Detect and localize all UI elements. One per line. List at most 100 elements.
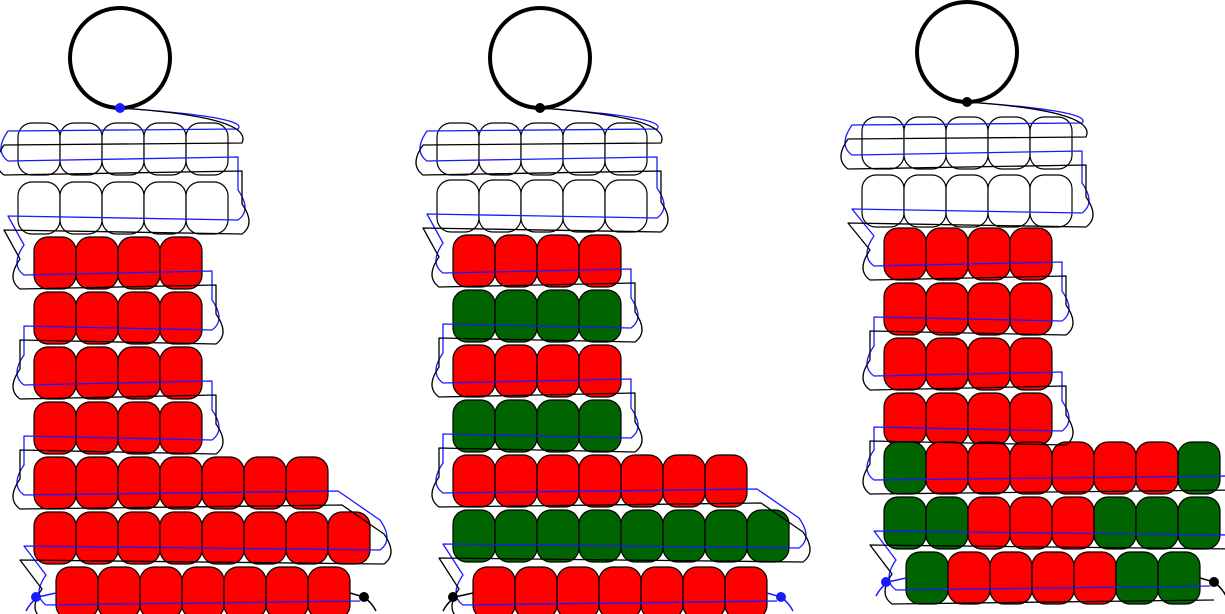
bead-green: [1135, 496, 1179, 550]
bead-red: [1031, 551, 1075, 605]
bead-red: [883, 337, 927, 391]
bead-red: [514, 566, 558, 614]
bead-red: [925, 441, 969, 495]
bead-red: [967, 282, 1011, 336]
bead-red: [33, 291, 77, 345]
bead-white: [903, 174, 947, 228]
bead-red: [925, 337, 969, 391]
bead-white: [143, 122, 187, 176]
right-thread-end-bead: [776, 592, 786, 602]
bead-red: [223, 566, 267, 614]
bead-red: [139, 566, 183, 614]
bead-red: [33, 511, 77, 565]
bead-red: [883, 282, 927, 336]
bead-red: [1009, 441, 1053, 495]
bead-white: [987, 116, 1031, 170]
bead-white: [987, 174, 1031, 228]
bead-red: [33, 346, 77, 400]
hanging-ring: [488, 6, 592, 110]
bead-red: [536, 344, 580, 398]
bead-red: [285, 456, 329, 510]
bead-red: [75, 291, 119, 345]
bead-red: [75, 401, 119, 455]
left-thread-end-bead: [881, 577, 891, 587]
left-thread-tail: [875, 577, 907, 597]
bead-red: [724, 566, 768, 614]
bead-red: [159, 291, 203, 345]
bead-red: [883, 392, 927, 446]
stocking-1: [0, 6, 392, 614]
bead-red: [75, 236, 119, 290]
bead-red: [1135, 441, 1179, 495]
ring-knot: [962, 97, 972, 107]
bead-white: [101, 181, 145, 235]
bead-red: [75, 346, 119, 400]
bead-white: [945, 174, 989, 228]
bead-red: [494, 454, 538, 508]
hanging-ring: [68, 6, 172, 110]
hanging-ring: [915, 0, 1019, 104]
bead-white: [436, 179, 480, 233]
bead-red: [967, 337, 1011, 391]
bead-green: [578, 289, 622, 343]
bead-red: [662, 454, 706, 508]
bead-green: [536, 509, 580, 563]
bead-white: [101, 122, 145, 176]
bead-red: [925, 227, 969, 281]
bead-red: [117, 401, 161, 455]
bead-white: [185, 181, 229, 235]
bead-white: [562, 179, 606, 233]
bead-red: [33, 236, 77, 290]
bead-red: [285, 511, 329, 565]
bead-red: [925, 282, 969, 336]
bead-white: [478, 179, 522, 233]
bead-red: [1009, 227, 1053, 281]
bead-red: [883, 227, 927, 281]
bead-green: [578, 399, 622, 453]
bead-red: [967, 227, 1011, 281]
bead-red: [967, 496, 1011, 550]
bead-red: [578, 344, 622, 398]
bead-red: [578, 454, 622, 508]
bead-green: [620, 509, 664, 563]
bead-red: [117, 511, 161, 565]
bead-green: [494, 399, 538, 453]
bead-red: [947, 551, 991, 605]
bead-red: [181, 566, 225, 614]
bead-red: [75, 456, 119, 510]
black-thread: [840, 101, 1225, 605]
bead-red: [307, 566, 351, 614]
bead-white: [17, 181, 61, 235]
stocking-3: [840, 0, 1225, 605]
bead-white: [945, 116, 989, 170]
bead-green: [452, 399, 496, 453]
bead-red: [452, 344, 496, 398]
bead-red: [1009, 282, 1053, 336]
bead-red: [243, 456, 287, 510]
bead-red: [556, 566, 600, 614]
bead-red: [536, 454, 580, 508]
bead-red: [117, 456, 161, 510]
bead-red: [75, 511, 119, 565]
bead-red: [494, 234, 538, 288]
bead-red: [640, 566, 684, 614]
bead-red: [620, 454, 664, 508]
bead-red: [159, 401, 203, 455]
left-thread-tail: [442, 592, 474, 612]
bead-red: [201, 511, 245, 565]
black-thread: [0, 107, 392, 614]
left-thread-tail: [25, 592, 57, 612]
bead-red: [967, 441, 1011, 495]
bead-green: [1177, 496, 1221, 550]
bead-green: [1093, 496, 1137, 550]
bead-white: [562, 122, 606, 176]
bead-red: [1009, 392, 1053, 446]
bead-white: [520, 122, 564, 176]
bead-green: [494, 509, 538, 563]
ring-knot: [115, 103, 125, 113]
bead-green: [1115, 551, 1159, 605]
bead-red: [1093, 441, 1137, 495]
bead-red: [159, 511, 203, 565]
bead-red: [33, 401, 77, 455]
bead-red: [452, 234, 496, 288]
